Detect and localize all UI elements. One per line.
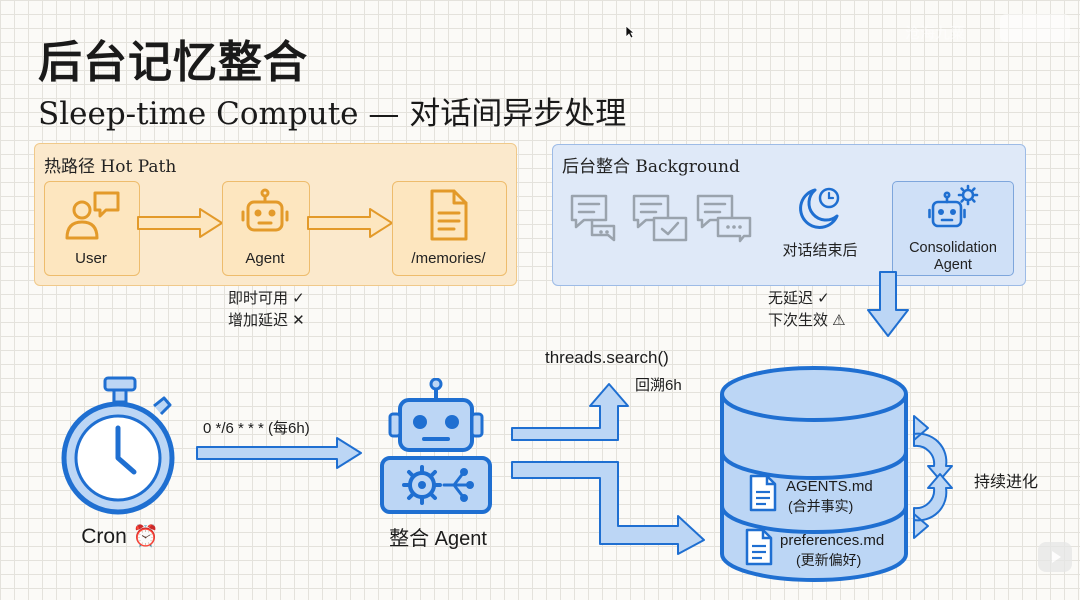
preferences-md-desc: (更新偏好) (796, 552, 862, 568)
hot-path-note-instant: 即时可用 ✓ (228, 290, 305, 307)
user-node (44, 181, 140, 276)
memory-store-database-icon (720, 366, 908, 582)
consolidation-agent-label-2: Agent (934, 257, 972, 273)
agent-label: Agent (245, 250, 285, 267)
play-icon (1052, 551, 1061, 563)
consolidation-agent-node (892, 181, 1014, 276)
hot-path-note-latency: 增加延迟 ✕ (228, 312, 305, 329)
background-title: 后台整合 Background (562, 157, 740, 177)
arrow-agent-to-search (511, 383, 629, 441)
preferences-md-file: preferences.md (780, 532, 885, 549)
watermark: 沧海九粟 (905, 25, 966, 42)
arrow-user-to-agent (137, 208, 223, 238)
threads-search-call: threads.search() (545, 348, 669, 367)
cron-label: Cron ⏰ (81, 525, 159, 548)
arrow-agent-to-memories (307, 208, 393, 238)
memories-label: /memories/ (411, 250, 486, 267)
arrow-consolidation-down (867, 271, 909, 337)
robot-icon (241, 188, 289, 232)
consolidation-robot-icon (380, 378, 492, 514)
bilibili-logo (1000, 14, 1070, 42)
page-title: 后台记忆整合 (38, 37, 308, 88)
conversation-icons (570, 194, 752, 243)
robot-gear-icon (928, 184, 979, 228)
agents-md-desc: (合并事实) (788, 498, 854, 514)
integrate-agent-label: 整合 Agent (389, 528, 487, 550)
page-subtitle: Sleep-time Compute — 对话间异步处理 (38, 96, 627, 132)
hot-path-title: 热路径 Hot Path (44, 157, 177, 177)
arrow-agent-to-memory-store (511, 461, 705, 555)
background-note-no-latency: 无延迟 ✓ (768, 290, 830, 307)
file-icon (745, 528, 773, 566)
document-icon (430, 189, 468, 241)
file-icon (749, 474, 777, 512)
moon-clock-icon (799, 187, 840, 229)
consolidation-agent-label-1: Consolidation (909, 240, 997, 256)
after-conversation-label: 对话结束后 (782, 242, 858, 259)
evolve-label: 持续进化 (974, 474, 1039, 491)
cursor-icon (625, 25, 635, 39)
evolve-cycle-arrows (913, 415, 953, 539)
user-label: User (75, 250, 107, 267)
play-button[interactable] (1038, 542, 1072, 572)
agents-md-file: AGENTS.md (786, 478, 873, 495)
threads-search-note: 回溯6h (635, 377, 682, 394)
user-icon (65, 191, 120, 240)
arrow-cron-to-agent (196, 437, 362, 469)
stopwatch-icon (61, 376, 175, 515)
cron-schedule: 0 */6 * * * (每6h) (203, 420, 310, 437)
background-note-next-effective: 下次生效 ⚠ (768, 312, 846, 329)
